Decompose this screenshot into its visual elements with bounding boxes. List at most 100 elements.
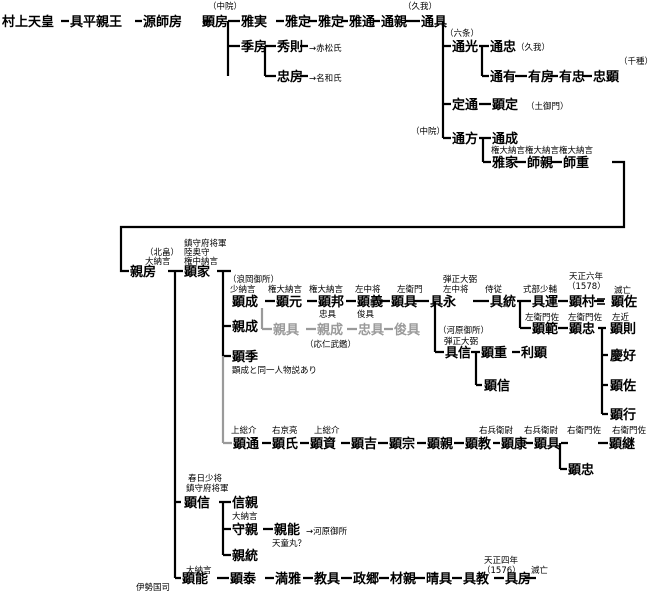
- node-tomonaga: 具永: [430, 294, 457, 310]
- node-chikayoshi: 親能: [274, 522, 300, 538]
- note-rokujo: （六条）: [445, 28, 479, 39]
- note-tensho-6: 天正六年: [569, 271, 604, 282]
- node-tomonobu: 具信: [445, 345, 471, 361]
- node-akimichi: 顕通: [233, 436, 259, 452]
- node-toshitomo-gray: 俊具: [394, 322, 420, 338]
- note-saemon-3: 左衛門佐: [568, 312, 603, 323]
- note-onin-bukan: （応仁武鑑）: [305, 339, 356, 350]
- double-line: [597, 298, 605, 305]
- note-gonchunagon: 権中納言: [184, 256, 219, 267]
- connector-lines: [61, 19, 626, 580]
- node-tomohira-shinno: 具平親王: [70, 14, 122, 30]
- node-michikata: 通方: [452, 131, 478, 147]
- note-tsuchimikado: （土御門）: [526, 101, 569, 112]
- node-moroshige: 師重: [563, 155, 589, 171]
- note-danjo-1: 弾正大弼: [443, 274, 478, 285]
- node-akiie: 顕家: [184, 264, 211, 280]
- note-uemon-2: 右衛門佐: [612, 425, 647, 436]
- node-akiyoshi: 顕義: [357, 294, 383, 310]
- note-same-person: 顕成と同一人物説あり: [232, 365, 317, 376]
- node-akitsugu: 顕継: [609, 436, 635, 452]
- node-morochika: 師親: [527, 155, 553, 171]
- note-koga-2: （久我）: [516, 42, 550, 53]
- node-akichika: 顕親: [427, 436, 453, 452]
- note-sachujo-2: 左中将: [443, 284, 469, 295]
- note-senshu: （千種）: [619, 56, 653, 67]
- node-akinari: 顕成: [232, 294, 258, 310]
- note-shonagon: 少納言: [230, 284, 256, 295]
- node-akiyasu: 顕康: [501, 436, 528, 452]
- note-sachujo-1: 左中将: [355, 284, 381, 295]
- note-kawahara: （河原御所）: [438, 325, 489, 336]
- note-tendomaru: 天童丸？: [272, 538, 306, 549]
- node-tadatomo-gray: 忠具: [358, 322, 384, 338]
- node-minamoto-morofusa: 源師房: [143, 14, 182, 30]
- node-akiuji: 顕氏: [272, 437, 298, 452]
- node-masasada: 雅定: [285, 14, 311, 30]
- node-chikamune: 親統: [232, 548, 258, 564]
- node-akishige: 顕重: [481, 345, 507, 361]
- node-tomoyuki: 具運: [532, 295, 558, 310]
- node-akinobu: 顕信: [184, 495, 210, 511]
- node-akikuni: 顕邦: [318, 294, 344, 310]
- node-tomofusa: 具房: [505, 571, 531, 587]
- note-year-1576: （1576）: [482, 565, 521, 576]
- note-uhyoe-1: 右兵衛尉: [479, 425, 514, 436]
- note-gondainagon-2: 権大納言: [268, 284, 303, 295]
- note-dainagon-1: 大納言: [145, 256, 171, 267]
- note-ukyo: 右京亮: [272, 425, 298, 436]
- note-chuin-1: （中院）: [208, 1, 242, 12]
- node-hidenori: 秀則: [276, 39, 303, 55]
- node-michitomo: 通具: [421, 14, 447, 30]
- note-saemon: 左衛門: [397, 284, 423, 295]
- note-metsubo-2: 滅亡: [531, 565, 549, 576]
- node-akisuke-3: 顕資: [310, 436, 336, 452]
- note-sakon: 左近: [612, 312, 630, 323]
- node-akiyoshi-3: 顕能: [182, 571, 208, 587]
- node-akinobu-2: 顕信: [484, 378, 510, 394]
- node-mitsumasa: 満雅: [275, 571, 301, 587]
- note-tadatomo: 忠具: [319, 310, 337, 320]
- node-toshiaki: 利顕: [521, 345, 548, 361]
- note-year-1578: （1578）: [567, 281, 606, 292]
- node-masazane: 雅実: [241, 14, 267, 30]
- node-noritomo: 教具: [313, 571, 340, 587]
- node-akitada-2: 顕忠: [569, 321, 595, 337]
- note-tensho-4: 天正四年: [484, 555, 519, 566]
- node-michinari: 通成: [492, 131, 518, 147]
- note-metsubo-1: 滅亡: [614, 285, 632, 296]
- node-aritada: 有忠: [559, 69, 585, 85]
- node-akinori-3: 顕則: [610, 322, 636, 337]
- node-tadafusa: 忠房: [277, 69, 303, 85]
- note-kazusa-1: 上総介: [231, 425, 257, 436]
- node-michitada: 通忠: [490, 39, 516, 55]
- node-akisuke-2: 顕佐: [610, 378, 636, 394]
- node-masasada-2: 雅定: [318, 14, 344, 30]
- gray-connectors: [221, 308, 393, 445]
- node-akitomo-2: 顕具: [534, 437, 560, 452]
- node-arifusa: 有房: [528, 69, 554, 85]
- note-gondainagon: 権大納言権大納言権大納言: [491, 145, 594, 156]
- note-uhyoe-2: 右兵衛尉: [524, 425, 559, 436]
- node-akiyasu-2: 顕泰: [230, 571, 257, 587]
- note-saemon-2: 左衛門佐: [525, 312, 560, 323]
- node-akisada: 顕定: [492, 97, 518, 113]
- note-jiju: 侍従: [485, 284, 503, 295]
- node-tomonori: 具教: [463, 571, 490, 587]
- note-nawa: →名和氏: [309, 73, 342, 84]
- note-mutsunokami: 陸奥守: [184, 247, 210, 258]
- node-tomomune: 具統: [490, 294, 516, 310]
- node-masaie: 雅家: [492, 155, 519, 171]
- note-kawahara-gosho: →河原御所: [306, 526, 348, 537]
- note-shikibu: 式部少輔: [523, 284, 558, 295]
- note-kazusa-2: 上総介: [314, 425, 340, 436]
- node-akisuke-1: 顕佐: [611, 294, 637, 310]
- node-akiyuki: 顕行: [610, 407, 636, 423]
- node-murakami-tenno: 村上天皇: [2, 14, 54, 30]
- note-ise-kokushi: 伊勢国司: [136, 582, 170, 593]
- note-gondainagon-3: 権大納言: [309, 284, 344, 295]
- node-akimune: 顕宗: [389, 436, 415, 452]
- node-akinori: 顕範: [532, 321, 558, 337]
- node-nobuchika: 信親: [232, 495, 258, 511]
